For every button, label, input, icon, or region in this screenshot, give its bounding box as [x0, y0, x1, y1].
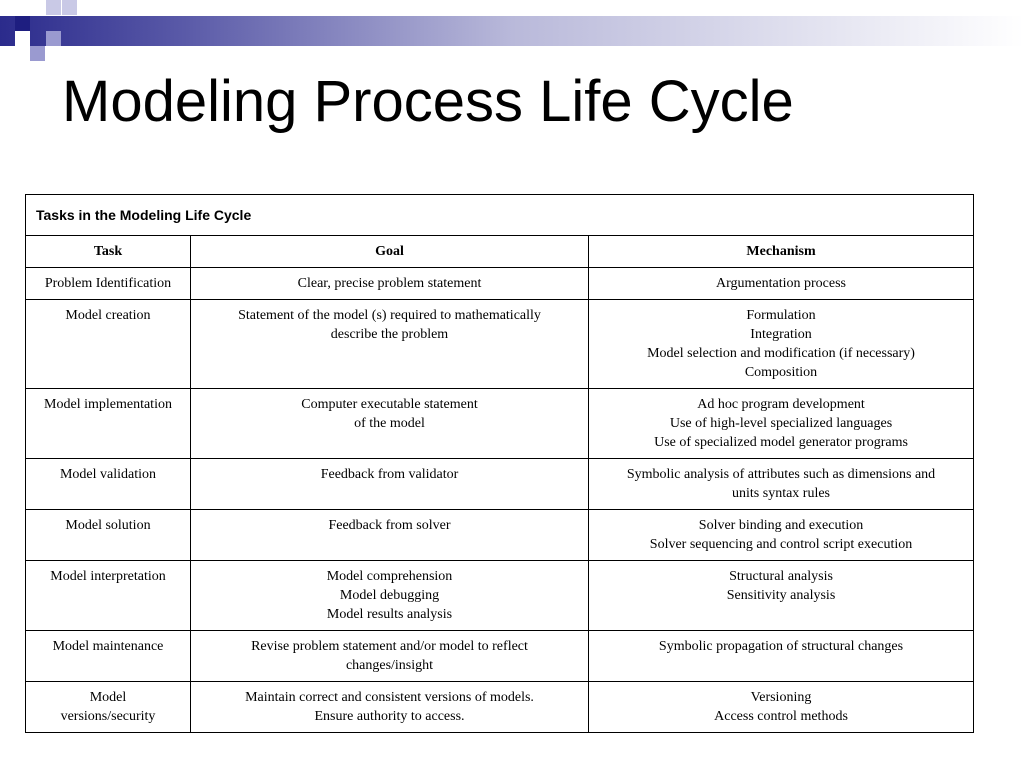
mechanism-line: Formulation — [746, 308, 816, 323]
cell-task: Problem Identification — [25, 267, 191, 300]
goal-line: Feedback from solver — [328, 518, 451, 533]
mechanism-line: Access control methods — [714, 709, 848, 724]
mechanism-line: units syntax rules — [732, 486, 831, 501]
goal-line: describe the problem — [330, 327, 449, 342]
cell-mechanism: Symbolic propagation of structural chang… — [587, 630, 975, 682]
goal-line: Model comprehension — [326, 569, 453, 584]
cell-goal: Computer executable statement of the mode… — [190, 388, 589, 459]
task-line: Model interpretation — [50, 569, 166, 584]
table-row: Model maintenance Revise problem statemen… — [25, 630, 975, 682]
mechanism-line: Symbolic propagation of structural chang… — [658, 639, 904, 654]
mechanism-line: Symbolic analysis of attributes such as … — [626, 467, 936, 482]
goal-line: Maintain correct and consistent versions… — [245, 690, 534, 705]
goal-line: Clear, precise problem statement — [297, 276, 482, 291]
life-cycle-table: Tasks in the Modeling Life Cycle Task Go… — [24, 194, 975, 733]
cell-task: Model validation — [25, 458, 191, 510]
table-row: Model versions/security Maintain correct a… — [25, 681, 975, 733]
title-bar-gradient — [0, 16, 1024, 46]
cell-task: Model maintenance — [25, 630, 191, 682]
mechanism-line: Model selection and modification (if nec… — [647, 346, 915, 361]
cell-goal: Statement of the model (s) required to m… — [190, 299, 589, 389]
task-line: Problem Identification — [44, 276, 172, 291]
cell-goal: Clear, precise problem statement — [190, 267, 589, 300]
cell-task: Model interpretation — [25, 560, 191, 631]
table-row: Problem Identification Clear, precise pro… — [25, 267, 975, 300]
task-line: versions/security — [60, 709, 156, 724]
mechanism-line: Solver binding and execution — [698, 518, 864, 533]
goal-line: changes/insight — [345, 658, 434, 673]
cell-goal: Feedback from solver — [190, 509, 589, 561]
mechanism-line: Structural analysis — [729, 569, 833, 584]
goal-line: Model debugging — [339, 588, 440, 603]
decor-square-2 — [46, 0, 61, 15]
mechanism-line: Composition — [744, 365, 818, 380]
mechanism-line: Solver sequencing and control script exe… — [649, 537, 913, 552]
decor-square-6 — [15, 31, 30, 46]
mechanism-line: Use of specialized model generator progr… — [654, 435, 908, 450]
goal-line: Statement of the model (s) required to m… — [238, 308, 541, 323]
cell-goal: Feedback from validator — [190, 458, 589, 510]
cell-task: Model creation — [25, 299, 191, 389]
mechanism-line: Argumentation process — [716, 276, 847, 291]
task-line: Model validation — [59, 467, 157, 482]
header-task: Task — [25, 235, 191, 268]
mechanism-line: Sensitivity analysis — [726, 588, 836, 603]
header-mechanism: Mechanism — [587, 235, 975, 268]
table-row: Model creation Statement of the model (s)… — [25, 299, 975, 389]
cell-task: Model solution — [25, 509, 191, 561]
task-line: Model — [89, 690, 127, 705]
decor-square-1 — [15, 16, 30, 31]
table-header-row: Task Goal Mechanism — [25, 235, 975, 268]
table-row: Model validation Feedback from validator S… — [25, 458, 975, 510]
cell-goal: Revise problem statement and/or model to… — [190, 630, 589, 682]
mechanism-line: Integration — [750, 327, 812, 342]
cell-task: Model implementation — [25, 388, 191, 459]
task-line: Model maintenance — [52, 639, 164, 654]
cell-goal: Maintain correct and consistent versions… — [190, 681, 589, 733]
mechanism-line: Versioning — [750, 690, 812, 705]
decor-square-3 — [62, 0, 77, 15]
mechanism-line: Use of high-level specialized languages — [669, 416, 893, 431]
task-line: Model implementation — [44, 397, 172, 412]
mechanism-line: Ad hoc program development — [697, 397, 865, 412]
decor-square-4 — [46, 31, 61, 46]
decor-square-5 — [30, 46, 45, 61]
goal-line: Model results analysis — [326, 607, 453, 622]
table-row: Model implementation Computer executable … — [25, 388, 975, 459]
goal-line: of the model — [354, 416, 425, 431]
task-line: Model creation — [65, 308, 151, 323]
table-caption-row: Tasks in the Modeling Life Cycle — [24, 194, 975, 236]
cell-task: Model versions/security — [25, 681, 191, 733]
goal-line: Ensure authority to access. — [314, 709, 465, 724]
goal-line: Computer executable statement — [301, 397, 478, 412]
table-caption: Tasks in the Modeling Life Cycle — [24, 194, 975, 236]
cell-mechanism: Symbolic analysis of attributes such as … — [587, 458, 975, 510]
goal-line: Feedback from validator — [320, 467, 459, 482]
header-goal: Goal — [190, 235, 589, 268]
slide-title: Modeling Process Life Cycle — [62, 69, 794, 134]
goal-line: Revise problem statement and/or model to… — [251, 639, 528, 654]
cell-mechanism: Argumentation process — [587, 267, 975, 300]
task-line: Model solution — [65, 518, 151, 533]
